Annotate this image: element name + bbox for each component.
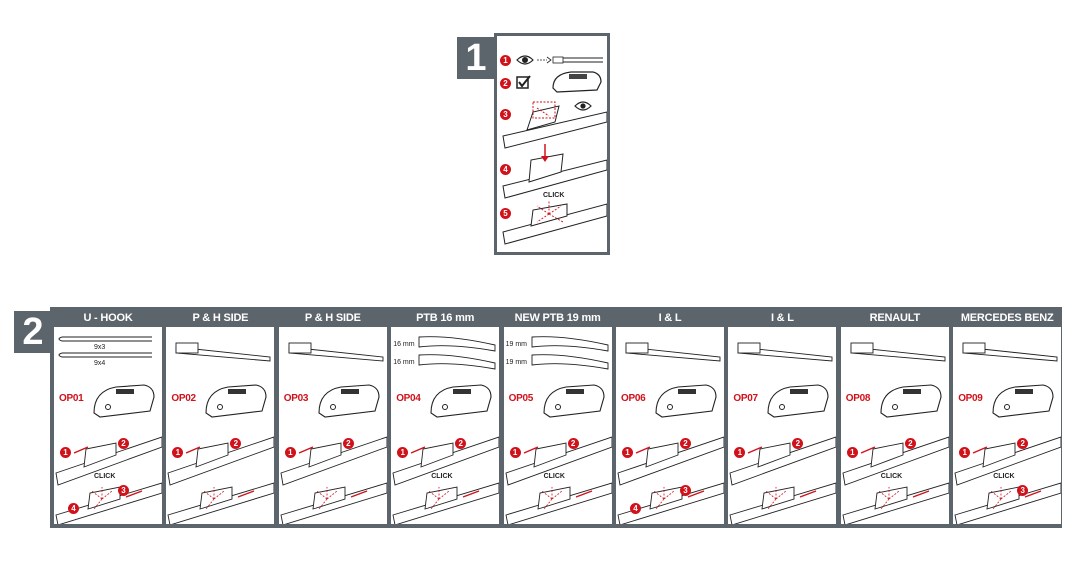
adapter-code: OP05: [508, 393, 534, 404]
adapter-code: OP08: [845, 393, 871, 404]
click-label: CLICK: [880, 473, 903, 480]
step-number: 2: [118, 438, 129, 449]
panel-title: P & H SIDE: [166, 307, 275, 327]
step-number: 2: [904, 438, 916, 449]
adapter-code: OP07: [733, 393, 758, 404]
dimension-label: 19 mm: [505, 341, 527, 348]
step-number: 2: [680, 438, 691, 449]
step-number: 1: [284, 447, 296, 458]
step-number: 1: [622, 447, 633, 458]
step-number: 3: [118, 485, 129, 496]
adapter-panel: I & L OP07 1 2: [728, 307, 837, 524]
panel-title: RENAULT: [840, 307, 949, 327]
panel-illustration: OP01 9x3 9x4 1 2 3 4 CLICK: [54, 327, 162, 524]
step-number: 2: [567, 438, 579, 449]
panel-illustration: OP07 1 2: [728, 327, 837, 524]
wiper-blade-illustration: [617, 342, 724, 524]
panel-title: I & L: [728, 307, 837, 327]
dimension-label: 9x3: [94, 344, 106, 351]
step-2-badge: 2: [14, 311, 52, 353]
click-label: CLICK: [543, 192, 565, 199]
click-label: CLICK: [543, 473, 565, 480]
adapter-code: OP09: [958, 393, 983, 404]
step-number: 4: [68, 503, 79, 514]
step-number: 3: [680, 485, 691, 496]
panel-title: PTB 16 mm: [391, 307, 500, 327]
step-number: 2: [792, 438, 804, 449]
adapter-code: OP02: [171, 393, 196, 404]
wiper-blade-illustration: [954, 342, 1062, 524]
wiper-blade-illustration: [505, 336, 612, 524]
step-number: 1: [500, 55, 511, 66]
step-number: 1: [509, 447, 521, 458]
wiper-blade-illustration: [729, 342, 837, 524]
panel-title: NEW PTB 19 mm: [503, 307, 612, 327]
adapter-code: OP01: [59, 393, 84, 404]
checkbox-icon: [516, 76, 529, 89]
click-label: CLICK: [431, 473, 453, 480]
step-number: 1: [172, 447, 184, 458]
step-number: 4: [630, 503, 641, 514]
wiper-blade-illustration: [55, 336, 162, 524]
dimension-label: 16 mm: [393, 341, 415, 348]
step-1-badge: 1: [457, 37, 495, 79]
step-number: 1: [846, 447, 858, 458]
step-number: 2: [342, 438, 354, 449]
step-number: 1: [60, 447, 71, 458]
click-label: CLICK: [993, 473, 1015, 480]
wiper-blade-illustration: [392, 336, 500, 524]
panel-title: MERCEDES BENZ: [953, 307, 1062, 327]
adapter-panel: I & L OP06 1 2 3 4: [616, 307, 724, 524]
wiper-blade-illustration: [280, 342, 387, 524]
dimension-label: 9x4: [94, 360, 106, 367]
panel-illustration: OP06 1 2 3 4: [616, 327, 724, 524]
step-number: 4: [500, 164, 511, 175]
step-number: 5: [500, 208, 511, 219]
step-number: 1: [734, 447, 746, 458]
step-number: 2: [455, 438, 467, 449]
adapter-panel: P & H SIDE OP03 1 2: [278, 307, 387, 524]
step-1-panel: 1 2 3 4 5 CLICK: [494, 33, 610, 255]
dimension-label: 19 mm: [505, 359, 527, 366]
adapter-code: OP04: [396, 393, 421, 404]
adapter-panel: U - HOOK OP01 9x3 9x4 1 2 3 4 CLICK: [54, 307, 162, 524]
adapter-code: OP03: [283, 393, 309, 404]
step-1-illustration: [502, 55, 607, 245]
step-number: 2: [500, 78, 511, 89]
panel-illustration: OP03 1 2: [279, 327, 387, 524]
step-number: 1: [959, 447, 971, 458]
wiper-blade-illustration: [842, 342, 949, 524]
eye-icon: [516, 55, 534, 65]
step-number: 3: [1017, 485, 1029, 496]
adapter-code: OP06: [621, 393, 646, 404]
adapter-panel: P & H SIDE OP02 1 2: [166, 307, 275, 524]
panel-title: I & L: [616, 307, 724, 327]
step-number: 1: [397, 447, 409, 458]
step-number: 2: [230, 438, 242, 449]
dimension-label: 16 mm: [393, 359, 415, 366]
click-label: CLICK: [94, 473, 116, 480]
panel-illustration: OP02 1 2: [166, 327, 275, 524]
step-number: 2: [1017, 438, 1029, 449]
panel-title: P & H SIDE: [278, 307, 387, 327]
panel-title: U - HOOK: [54, 307, 162, 327]
step-number: 3: [500, 109, 511, 120]
wiper-blade-illustration: [167, 342, 275, 524]
